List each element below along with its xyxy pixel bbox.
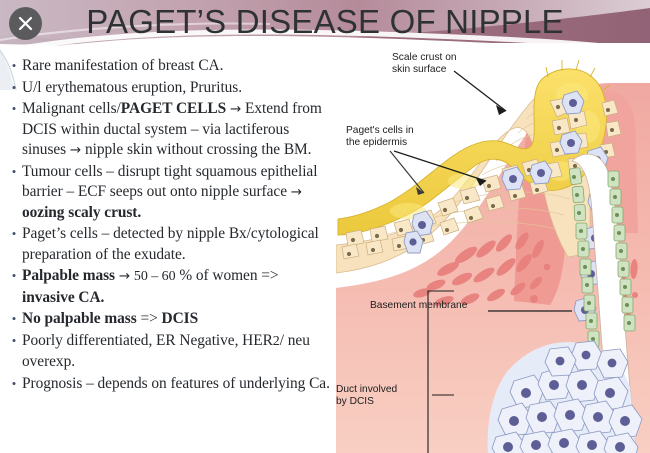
close-x-icon bbox=[18, 16, 33, 31]
bullet-erythematous-eruption: • U/l erythematous eruption, Pruritus. bbox=[6, 78, 332, 99]
bullet-text: Paget’s cells – detected by nipple Bx/cy… bbox=[22, 225, 319, 263]
close-button[interactable] bbox=[9, 7, 42, 40]
bullet-marker-icon: • bbox=[11, 332, 17, 348]
bullet-malignant-paget-cells: • Malignant cells/PAGET CELLS → Extend fr… bbox=[6, 99, 332, 161]
diagram-label-duct-dcis: Duct involved by DCIS bbox=[336, 384, 398, 407]
histology-illustration bbox=[336, 59, 650, 453]
page-title: PAGET’S DISEASE OF NIPPLE bbox=[86, 3, 564, 40]
bullet-marker-icon: • bbox=[11, 101, 17, 116]
bullet-marker-icon: • bbox=[11, 375, 17, 391]
bullet-marker-icon: • bbox=[11, 226, 17, 241]
bullet-text: Malignant cells/PAGET CELLS → Extend fro… bbox=[22, 100, 322, 158]
bullet-prognosis: • Prognosis – depends on features of unde… bbox=[6, 374, 332, 395]
bullet-text: U/l erythematous eruption, Pruritus. bbox=[22, 78, 243, 96]
bullet-list: • Rare manifestation of breast CA. • U/l er… bbox=[0, 50, 336, 453]
paget-disease-histology-diagram: Scale crust on skin surface Paget's cell… bbox=[336, 43, 650, 453]
bullet-tumour-cells-disrupt: • Tumour cells – disrupt tight squamous e… bbox=[6, 162, 332, 224]
bullet-text: Palpable mass → 50 – 60 % of women => in… bbox=[22, 267, 279, 306]
diagram-label-pagets-cells: Paget's cells in the epidermis bbox=[346, 125, 414, 148]
bullet-text: No palpable mass => DCIS bbox=[22, 310, 199, 327]
bullet-marker-icon: • bbox=[11, 58, 17, 73]
bullet-text: Poorly differentiated, ER Negative, HER2… bbox=[22, 331, 310, 371]
bullet-text: Tumour cells – disrupt tight squamous ep… bbox=[22, 162, 318, 221]
bullet-poorly-differentiated: • Poorly differentiated, ER Negative, HER… bbox=[6, 331, 332, 373]
header-banner: PAGET’S DISEASE OF NIPPLE bbox=[0, 0, 650, 56]
bullet-marker-icon: • bbox=[11, 311, 17, 326]
diagram-label-scale-crust: Scale crust on skin surface bbox=[392, 52, 457, 75]
banner-graphic bbox=[0, 0, 650, 56]
bullet-text: Rare manifestation of breast CA. bbox=[22, 57, 224, 74]
bullet-palpable-mass: • Palpable mass → 50 – 60 % of women => i… bbox=[6, 266, 332, 308]
bullet-rare-manifestation: • Rare manifestation of breast CA. bbox=[6, 56, 332, 77]
bullet-marker-icon: • bbox=[11, 163, 17, 179]
bullet-pagets-cells-detected: • Paget’s cells – detected by nipple Bx/c… bbox=[6, 224, 332, 265]
bullet-marker-icon: • bbox=[11, 268, 17, 283]
left-decorative-swoosh bbox=[0, 49, 17, 90]
bullet-no-palpable-mass: • No palpable mass => DCIS bbox=[6, 309, 332, 330]
bullet-marker-icon: • bbox=[11, 79, 17, 95]
bullet-text: Prognosis – depends on features of under… bbox=[22, 374, 330, 392]
diagram-label-basement-membrane: Basement membrane bbox=[370, 300, 468, 311]
